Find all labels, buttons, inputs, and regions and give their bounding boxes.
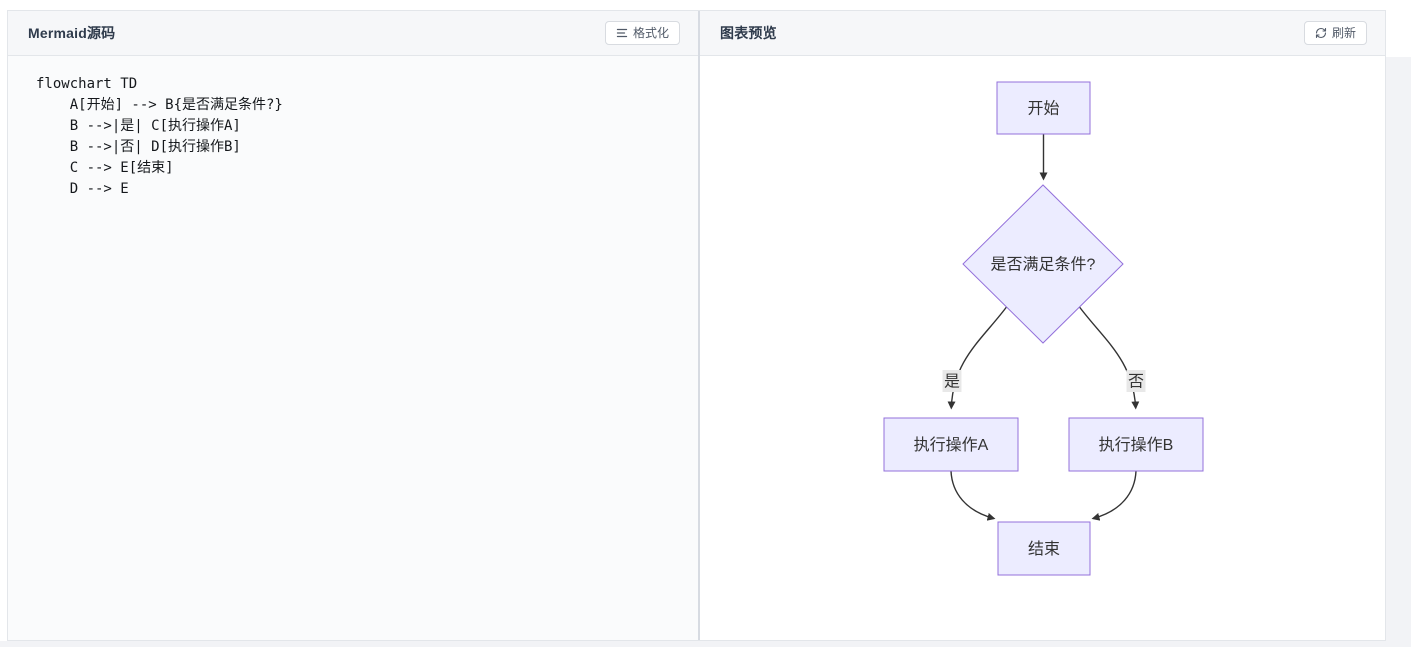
mermaid-source-code[interactable]: flowchart TD A[开始] --> B{是否满足条件?} B -->|… [36,76,283,197]
svg-text:否: 否 [1128,374,1144,391]
preview-panel-title: 图表预览 [720,25,777,41]
preview-panel: 图表预览 刷新 [700,11,1385,640]
node-start: 开始 [996,81,1091,135]
svg-text:执行操作B: 执行操作B [1099,436,1174,454]
format-button[interactable]: 格式化 [604,20,680,46]
svg-text:是: 是 [944,374,960,391]
node-end: 结束 [997,521,1091,576]
preview-panel-header: 图表预览 刷新 [700,11,1385,56]
edge-c-e [950,470,996,521]
refresh-icon [1315,27,1327,39]
source-panel: Mermaid源码 格式化 flowchart TD A[开始] --> B{是… [8,11,700,640]
edge-b-d [1077,304,1140,410]
refresh-button-label: 刷新 [1331,25,1356,40]
svg-text:是否满足条件?: 是否满足条件? [991,256,1096,274]
format-button-label: 格式化 [632,25,669,40]
code-editor[interactable]: flowchart TD A[开始] --> B{是否满足条件?} B -->|… [8,56,698,640]
node-action-b: 执行操作B [1068,417,1204,472]
svg-text:开始: 开始 [1027,100,1059,118]
source-panel-header: Mermaid源码 格式化 [8,11,698,56]
flowchart-svg: 是 否 开始 是否满足条件? 执行操作A [883,81,1204,576]
edge-label-yes: 是 [942,370,962,392]
refresh-button[interactable]: 刷新 [1303,20,1367,46]
horizontal-scrollbar-gutter[interactable] [0,641,1411,647]
mermaid-editor: Mermaid源码 格式化 flowchart TD A[开始] --> B{是… [7,10,1386,641]
edge-label-no: 否 [1126,370,1146,392]
source-panel-title: Mermaid源码 [28,25,116,41]
vertical-scrollbar-gutter[interactable] [1386,57,1411,641]
node-condition: 是否满足条件? [962,184,1124,344]
node-action-a: 执行操作A [883,417,1019,472]
svg-text:执行操作A: 执行操作A [914,436,989,454]
format-icon [616,28,628,38]
edge-b-c [947,304,1009,410]
diagram-preview: 是 否 开始 是否满足条件? 执行操作A [700,56,1385,640]
edge-d-e [1091,470,1137,521]
svg-text:结束: 结束 [1028,540,1060,558]
